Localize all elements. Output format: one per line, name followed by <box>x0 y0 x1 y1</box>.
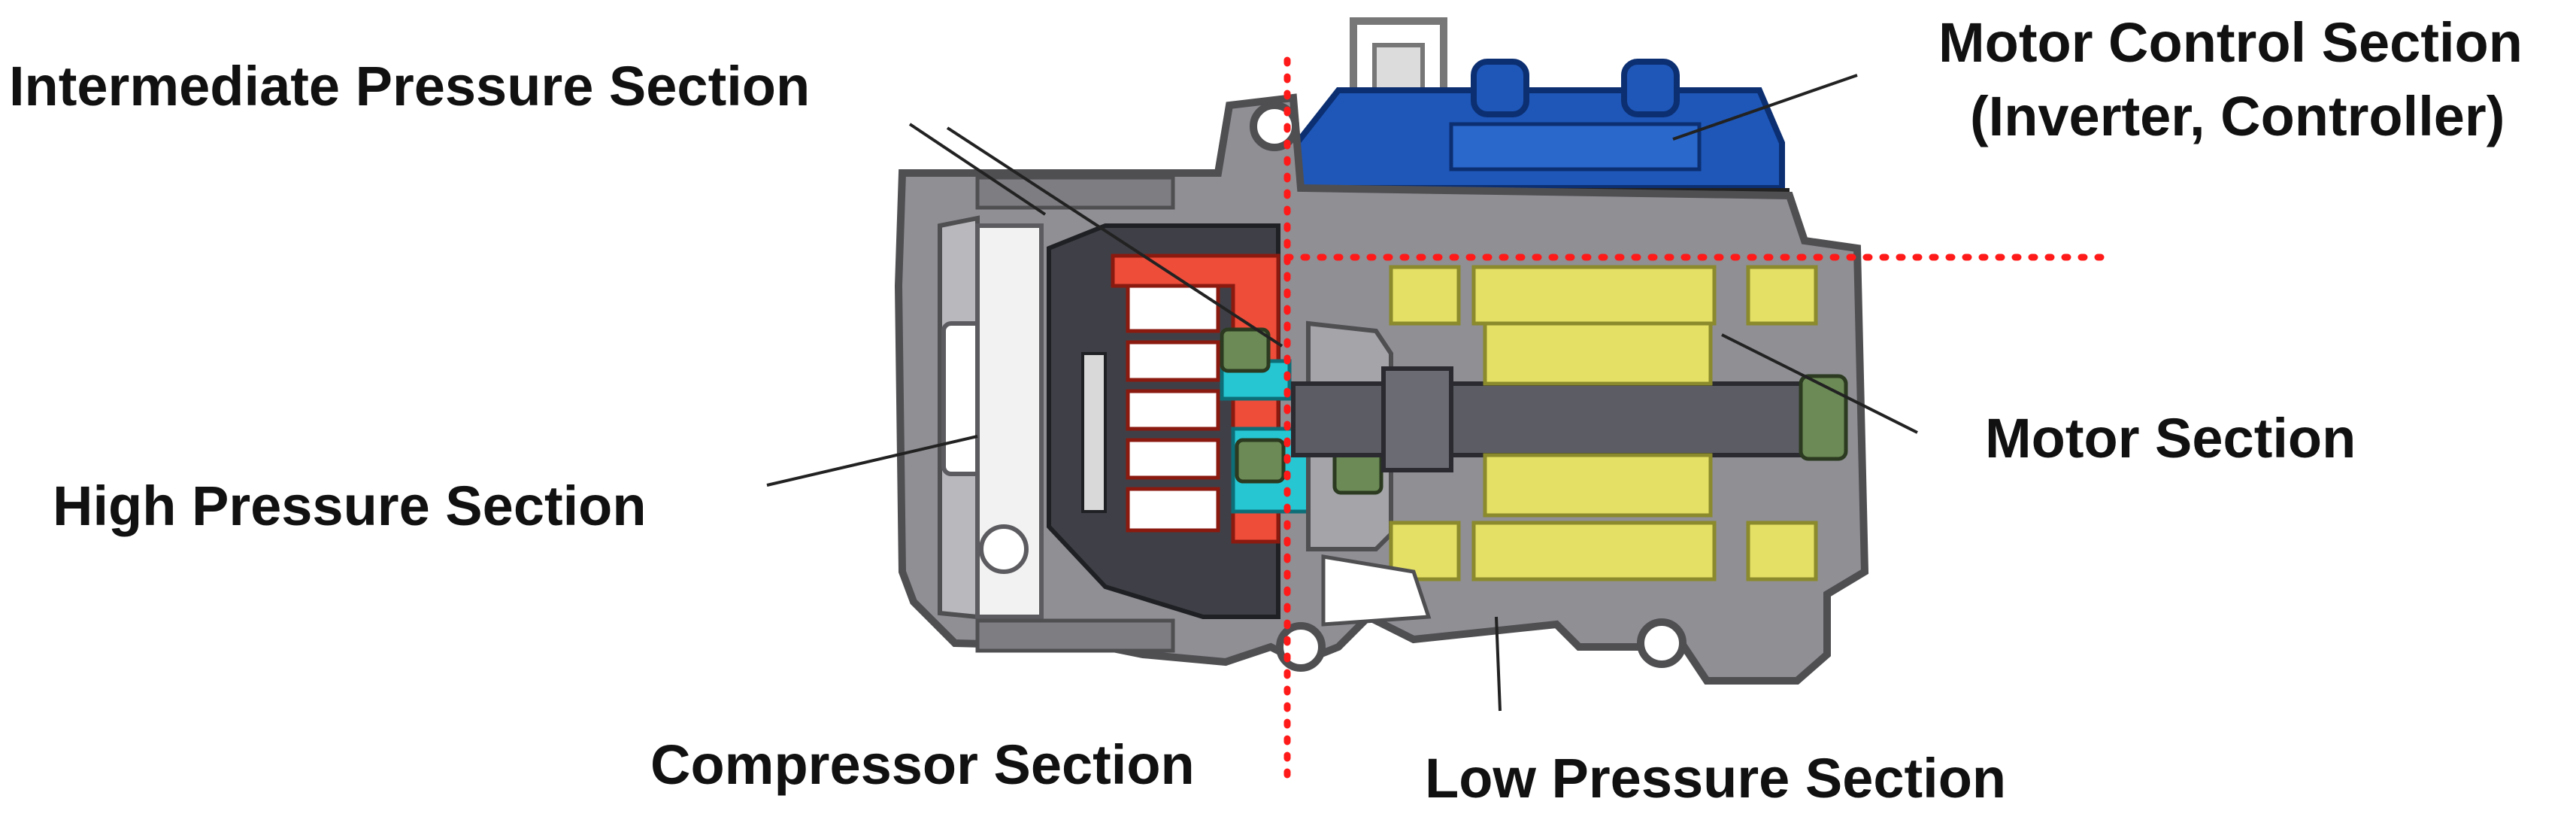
inverter-boss-right <box>1621 59 1680 117</box>
bearing-front-lower <box>1235 438 1286 484</box>
leader-motor <box>1721 333 1918 434</box>
stator-coil-rear-top <box>1746 265 1818 326</box>
label-compressor: Compressor Section <box>650 733 1195 796</box>
leader-low-pressure <box>1495 616 1502 712</box>
rotor-top <box>1483 321 1713 386</box>
stator-top <box>1471 265 1717 326</box>
leader-intermediate-1 <box>908 123 1047 216</box>
inverter-raised-panel <box>1449 122 1702 172</box>
top-bolt <box>975 175 1175 210</box>
bottom-bolt <box>975 618 1175 653</box>
leader-high-pressure <box>766 435 978 487</box>
inverter-boss-left <box>1471 59 1529 117</box>
label-motor-control-line2: (Inverter, Controller) <box>1970 85 2505 147</box>
stator-coil-rear-bottom <box>1746 521 1818 581</box>
rear-bearing <box>1799 374 1848 461</box>
scroll-pocket-5 <box>1126 487 1220 533</box>
high-pressure-chamber <box>975 223 1044 619</box>
main-bearing <box>1332 449 1383 495</box>
label-high-pressure: High Pressure Section <box>53 475 647 537</box>
motor-assembly <box>1389 265 1818 581</box>
check-valve <box>1081 352 1107 513</box>
stator-coil-front-top <box>1389 265 1461 326</box>
mount-hole-top <box>1250 102 1299 151</box>
drive-shaft <box>1291 381 1822 457</box>
leader-lines <box>766 74 1918 712</box>
label-intermediate-pressure: Intermediate Pressure Section <box>9 55 810 117</box>
shaft-collar <box>1381 366 1453 472</box>
mount-hole-bottom-right <box>1637 618 1687 668</box>
label-motor-control-line1: Motor Control Section <box>1938 11 2523 74</box>
leader-intermediate-2 <box>946 126 1283 348</box>
rotor-bottom <box>1483 453 1713 518</box>
scroll-pocket-1 <box>1126 284 1220 333</box>
stator-bottom <box>1471 521 1717 581</box>
leader-motor-control <box>1672 74 1858 141</box>
suction-cavity <box>1321 554 1432 627</box>
scroll-pocket-3 <box>1126 389 1220 431</box>
label-motor: Motor Section <box>1985 407 2356 469</box>
scroll-pocket-2 <box>1126 340 1220 382</box>
scroll-pocket-4 <box>1126 438 1220 480</box>
label-low-pressure: Low Pressure Section <box>1425 747 2006 809</box>
inverter-controller-block <box>1290 17 1790 205</box>
oil-separator-cap <box>979 524 1029 574</box>
bearing-front-upper <box>1220 327 1271 373</box>
